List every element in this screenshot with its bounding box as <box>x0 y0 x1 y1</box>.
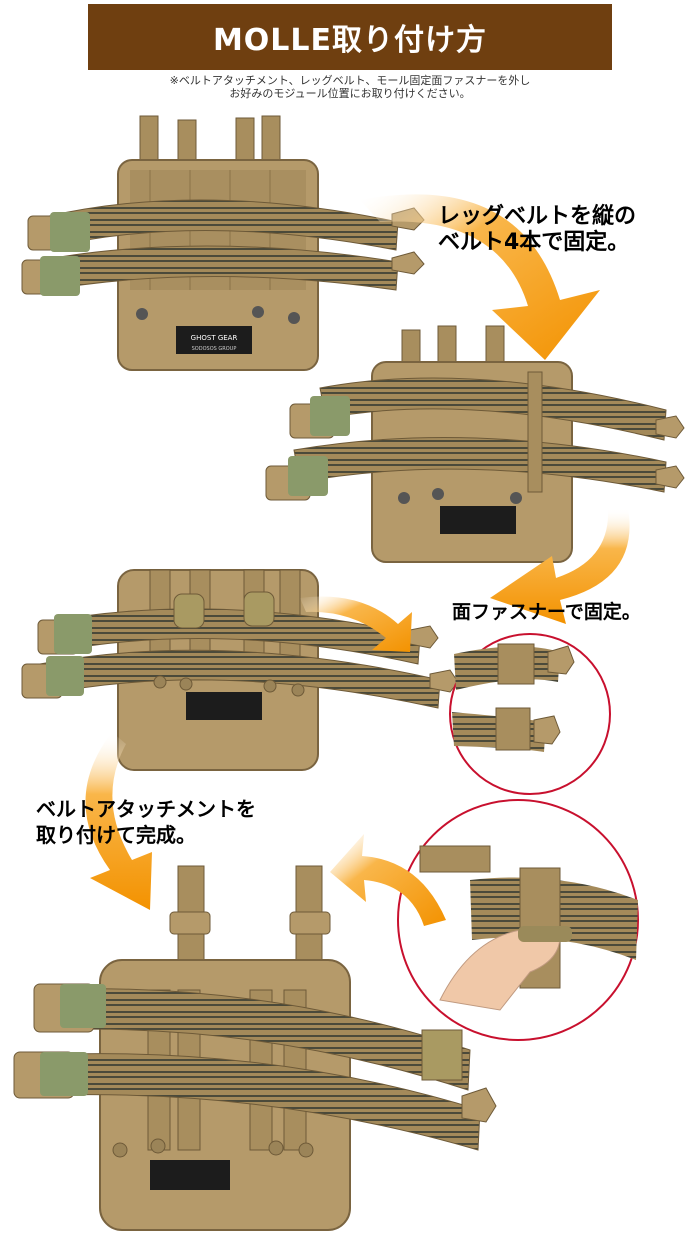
arrow-4 <box>85 732 152 910</box>
title-banner: MOLLE取り付け方 <box>88 4 612 70</box>
arrow-5 <box>330 834 446 926</box>
instruction-note: ※ベルトアタッチメント、レッグベルト、モール固定面ファスナーを外し お好みのモジ… <box>0 74 700 100</box>
note-line-1: ※ベルトアタッチメント、レッグベルト、モール固定面ファスナーを外し <box>169 74 531 87</box>
pouch-step1: GHOST GEAR SODOSOS GROUP <box>21 115 425 371</box>
arrow-1 <box>360 194 600 360</box>
page-title: MOLLE取り付け方 <box>212 23 488 58</box>
pouch-final <box>13 865 497 1231</box>
detail-circle-1 <box>449 633 611 795</box>
pouch-step2 <box>265 325 685 563</box>
brand-label: GHOST GEAR <box>191 334 238 342</box>
step1-line1: レッグベルトを縦の <box>438 204 637 229</box>
step1-line2: ベルト4本で固定。 <box>438 230 630 255</box>
step2-caption: 面ファスナーで固定。 <box>452 601 641 623</box>
maker-label: SODOSOS GROUP <box>192 346 237 352</box>
note-line-2: お好みのモジュール位置にお取り付けください。 <box>229 87 471 100</box>
arrow-2 <box>490 508 630 624</box>
arrow-3 <box>300 596 412 652</box>
step3-line2: 取り付けて完成。 <box>36 823 196 847</box>
step3-caption: ベルトアタッチメントを 取り付けて完成。 <box>36 796 256 848</box>
step3-line1: ベルトアタッチメントを <box>36 797 256 821</box>
step1-caption: レッグベルトを縦の ベルト4本で固定。 <box>438 204 636 256</box>
pouch-step3 <box>21 569 459 771</box>
detail-circle-2 <box>397 799 639 1041</box>
